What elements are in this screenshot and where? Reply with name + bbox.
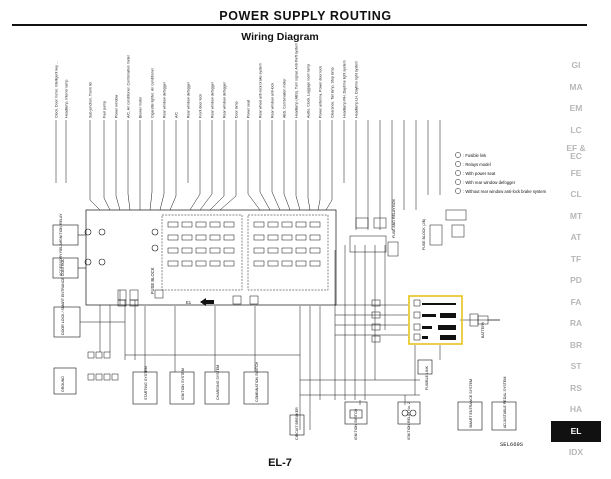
ignition-relay-label: IGNITION RELAY xyxy=(59,213,63,242)
sidebar-item-mt[interactable]: MT xyxy=(569,210,583,221)
top-label: Headlamp (ABS), Turn signal, Anti-theft … xyxy=(295,43,299,118)
sidebar-item-cl[interactable]: CL xyxy=(570,189,582,199)
sidebar-item-label: EF & xyxy=(566,143,586,153)
sidebar-item-fa[interactable]: FA xyxy=(570,296,582,307)
top-label: A/C xyxy=(175,112,179,118)
arrow-label: E1 xyxy=(186,300,192,305)
top-label: Rear wheel anti-lock brake system xyxy=(259,63,263,118)
top-label: Clearance, Tail lamp, Stop lamp xyxy=(331,67,335,118)
sidebar-item-gi[interactable]: GI xyxy=(571,60,581,70)
top-label: Rear window defogger xyxy=(223,81,227,118)
sidebar-item-lc[interactable]: LC xyxy=(570,124,582,135)
adjustable-pedal-label: ADJUSTABLE PEDAL SYSTEM xyxy=(503,377,507,428)
top-label: Rear window defogger xyxy=(211,81,215,118)
bottom-system-boxes xyxy=(132,371,517,431)
sidebar-item-ef[interactable]: EF &EC xyxy=(551,141,601,163)
fuse-link-label: FUSIBLE LINK xyxy=(425,365,429,390)
fuse-block-jb-label: FUSE BLOCK (J/B) xyxy=(422,219,426,250)
battery-label: BATTERY xyxy=(481,321,485,338)
starting-system-label: STARTING SYSTEM xyxy=(144,366,148,400)
combination-switch-label: COMBINATION SWITCH xyxy=(255,361,259,402)
bottom-switches xyxy=(289,359,433,436)
diagram-subtitle: Wiring Diagram xyxy=(241,31,319,43)
top-label: Rear window anti-lock xyxy=(271,83,275,118)
page-title: POWER SUPPLY ROUTING xyxy=(219,9,392,23)
fuse-relay-box-label: FUSE AND RELAY BOX xyxy=(392,198,396,238)
harness-bends xyxy=(89,183,333,211)
top-label: Sub-junction, Trunk lid xyxy=(89,82,93,118)
legend-item-5: : Without rear window anti-lock brake sy… xyxy=(463,189,547,194)
left-relays xyxy=(52,224,159,395)
top-label: Fuel pump xyxy=(103,101,107,118)
sidebar-item-em[interactable]: EM xyxy=(569,103,583,113)
sidebar-item-ra[interactable]: RA xyxy=(569,318,583,328)
top-label: Rear window defogger xyxy=(163,81,167,118)
header-divider xyxy=(12,24,587,26)
sidebar-item-pd[interactable]: PD xyxy=(570,275,582,285)
top-label: Clock, Door mirror, Intelligent key ... xyxy=(55,61,59,118)
top-label: Rear window defogger xyxy=(187,81,191,118)
accessory-relay-label: ACCESSORY RELAY xyxy=(59,240,63,276)
fuse-block-label: FUSE BLOCK xyxy=(150,267,155,294)
highlighted-fusible-link-group xyxy=(408,295,463,345)
top-label: Power antenna, Power door lock xyxy=(319,66,323,118)
top-label: Blower motor xyxy=(139,96,143,118)
smart-entrance-label: SMART ENTRANCE SYSTEM xyxy=(469,379,473,428)
sidebar-item-fe[interactable]: FE xyxy=(570,167,582,178)
top-label: Cigarette lighter, Air conditioner xyxy=(151,67,155,118)
fusible-link-chain xyxy=(371,299,381,343)
door-lock-label: DOOR LOCK / SMART ENTRANCE CONTROL xyxy=(61,259,65,335)
legend-item-3: : With power seat xyxy=(463,171,496,176)
top-label: Front door lock xyxy=(199,94,203,118)
sidebar-item-idx[interactable]: IDX xyxy=(568,447,584,457)
sidebar-item-st[interactable]: ST xyxy=(570,361,582,371)
fuse-cells xyxy=(167,221,321,267)
fuse-block-frame xyxy=(85,209,337,306)
top-label: Headlamp, Interior lamp xyxy=(65,80,69,118)
sidebar-item-rs[interactable]: RS xyxy=(570,382,582,393)
top-label: Audio, Clock, Luggage room lamp xyxy=(307,64,311,118)
ignition-relay-no2-label: IGNITION RELAY No. 2 xyxy=(407,402,411,440)
sidebar-item-ma[interactable]: MA xyxy=(569,81,583,92)
charging-system-label: CHARGING SYSTEM xyxy=(216,365,220,400)
legend-item-2: : Relays model xyxy=(463,162,491,167)
top-label: Headlamp LH, Daytime light system xyxy=(355,61,359,118)
sidebar-item-at[interactable]: AT xyxy=(570,232,582,242)
sidebar-item-tf[interactable]: TF xyxy=(570,253,582,264)
ignition-switch-label: IGNITION SWITCH xyxy=(354,408,358,440)
legend-item-4: : With rear window defogger xyxy=(463,180,516,185)
top-label-group: Clock, Door mirror, Intelligent key ... … xyxy=(55,43,359,118)
top-label: Headlamp RH, Daytime light system xyxy=(343,60,347,118)
fuse-relay-box xyxy=(349,209,467,257)
top-label: Power seat xyxy=(247,100,251,118)
top-label: Power window xyxy=(115,94,119,118)
circuit-breaker-label: CIRCUIT BREAKER xyxy=(295,407,299,440)
legend-item-1: : Fusible link xyxy=(463,153,487,158)
top-label: ABS, Combination meter xyxy=(283,78,287,118)
sidebar-item-el[interactable]: EL xyxy=(551,420,601,442)
section-index-sidebar: GI MA EM LC EF &EC FE CL MT AT TF PD FA RA BR ST RS HA EL… xyxy=(551,55,601,464)
sidebar-item-label-2: EC xyxy=(570,151,582,161)
leader-lines xyxy=(55,120,441,230)
figure-code: SEL669S xyxy=(500,441,524,448)
top-label: A/C, Air conditioner, Combination meter xyxy=(127,54,131,118)
page-number: EL-7 xyxy=(268,457,292,469)
ignition-system-label: IGNITION SYSTEM xyxy=(181,368,185,400)
connector-clusters xyxy=(80,289,259,381)
fusible-link-elements xyxy=(413,299,456,341)
sidebar-item-br[interactable]: BR xyxy=(569,339,583,350)
top-label: Door lamp xyxy=(235,101,239,118)
sidebar-item-ha[interactable]: HA xyxy=(569,404,583,414)
battery-group xyxy=(469,313,500,327)
ground-label: GROUND xyxy=(61,376,65,392)
arrow-marker: E1 xyxy=(186,298,214,306)
legend: : Fusible link : Relays model : With pow… xyxy=(455,152,547,194)
